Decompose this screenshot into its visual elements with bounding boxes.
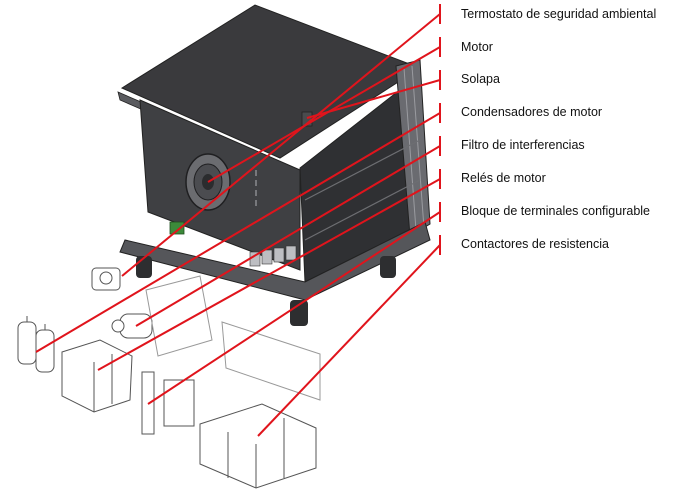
- callout-leader-thermostat: [121, 13, 441, 277]
- motor-capacitors-part: [17, 316, 55, 373]
- resistance-contactors-part: [199, 403, 317, 489]
- callout-leader-capacitors: [35, 112, 441, 353]
- callout-leader-terminals: [147, 211, 441, 405]
- callout-label-motor: Motor: [461, 40, 493, 54]
- callout-leader-relays: [97, 178, 441, 371]
- interference-filter-part: [111, 313, 153, 339]
- motor-relays-part: [61, 339, 133, 413]
- callout-lines: [35, 4, 441, 437]
- callout-label-thermostat: Termostato de seguridad ambiental: [461, 7, 657, 21]
- callout-leader-motor: [207, 46, 441, 183]
- foot-back-left: [136, 256, 152, 278]
- safety-thermostat-part: [91, 267, 121, 291]
- callout-label-capacitors: Condensadores de motor: [461, 105, 603, 119]
- exploded-components: [17, 267, 321, 489]
- foot-front-right: [380, 256, 396, 278]
- green-pcb: [169, 221, 185, 235]
- callout-label-filter: Filtro de interferencias: [461, 138, 585, 152]
- housing-base-tray: [119, 221, 431, 301]
- oven-housing: [117, 4, 431, 326]
- callout-leader-flap: [306, 79, 441, 119]
- callout-label-contactors: Contactores de resistencia: [461, 237, 609, 251]
- callout-label-terminals: Bloque de terminales configurable: [461, 204, 651, 218]
- callout-label-flap: Solapa: [461, 72, 500, 86]
- callout-leader-contactors: [257, 244, 441, 437]
- callout-label-relays: Relés de motor: [461, 171, 546, 185]
- callout-leader-filter: [135, 145, 441, 327]
